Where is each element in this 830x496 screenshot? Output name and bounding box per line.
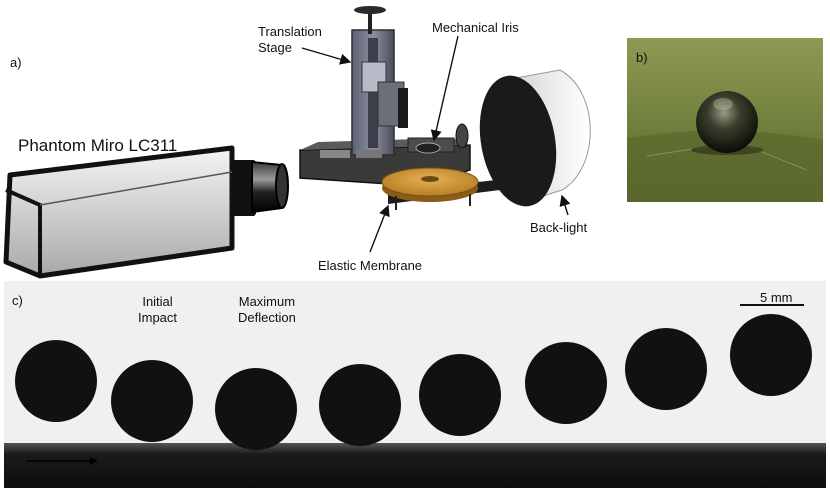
- elastic-membrane: [381, 167, 500, 210]
- translation-stage-arrow: [301, 47, 352, 65]
- sphere-frame-6: [525, 342, 607, 424]
- panel-c-letter: c): [12, 293, 23, 308]
- membrane-arrow: [369, 204, 390, 253]
- sphere-photo: [627, 38, 823, 202]
- sphere-frame-1: [15, 340, 97, 422]
- backlight-arrow: [559, 194, 571, 216]
- sphere-frame-5: [419, 354, 501, 436]
- impact-sequence: [4, 281, 826, 488]
- sphere-frame-2: [111, 360, 193, 442]
- sphere-frame-4: [319, 364, 401, 446]
- setup-diagram: [3, 6, 591, 279]
- backlight-label: Back-light: [530, 220, 588, 235]
- iris-label: Mechanical Iris: [432, 20, 519, 35]
- panel-b-letter: b): [636, 50, 648, 65]
- membrane-surface: [4, 443, 826, 488]
- camera-label: Phantom Miro LC311: [18, 136, 178, 155]
- iris-arrow: [430, 35, 459, 142]
- initial-impact-label: Initial Impact: [138, 294, 178, 325]
- membrane-label: Elastic Membrane: [318, 258, 423, 273]
- panel-a-letter: a): [10, 55, 22, 70]
- high-speed-camera: [3, 145, 289, 279]
- sphere-frame-3: [215, 368, 297, 450]
- max-deflection-label: Maximum Deflection: [238, 294, 296, 325]
- translation-stage-label: Translation Stage: [258, 24, 322, 55]
- sphere-frame-7: [625, 328, 707, 410]
- sphere-frame-8: [730, 314, 812, 396]
- scale-bar-label: 5 mm: [760, 290, 793, 305]
- backlight: [479, 69, 591, 207]
